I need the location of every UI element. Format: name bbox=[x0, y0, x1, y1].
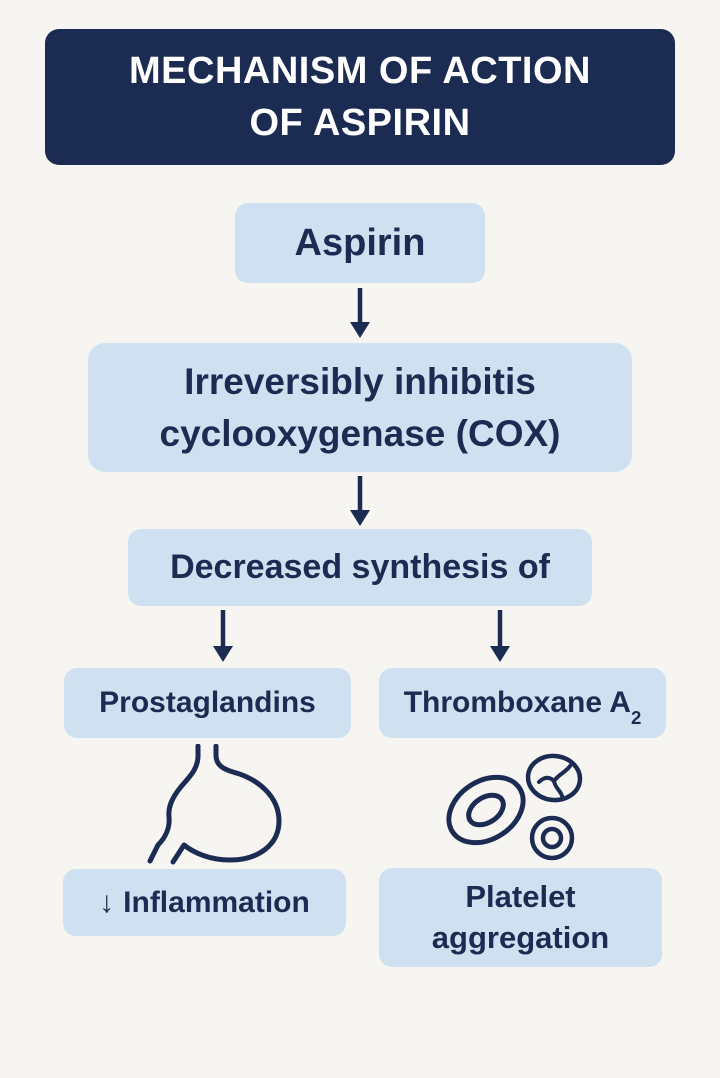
node-decreased-label: Decreased synthesis of bbox=[170, 548, 550, 586]
down-arrow-icon bbox=[350, 288, 370, 338]
node-thromboxane-label: Thromboxane A2 bbox=[403, 686, 642, 727]
node-prostaglandins-label: Prostaglandins bbox=[99, 686, 316, 719]
node-inhibits-line-2: cyclooxygenase (COX) bbox=[159, 412, 561, 454]
node-decreased-synthesis: Decreased synthesis of bbox=[128, 529, 592, 606]
thromboxane-base-text: Thromboxane A bbox=[403, 686, 631, 719]
node-aspirin-label: Aspirin bbox=[294, 221, 426, 264]
thromboxane-subscript: 2 bbox=[630, 707, 642, 729]
node-decreased-inflammation: ↓ Inflammation bbox=[63, 869, 346, 936]
down-arrow-icon bbox=[350, 476, 370, 526]
node-inhibits-cox: Irreversibly inhibitis cyclooxygenase (C… bbox=[88, 343, 632, 472]
node-inhibits-line-1: Irreversibly inhibitis bbox=[184, 360, 536, 402]
title-line-2: OF ASPIRIN bbox=[249, 102, 471, 144]
node-platelet-line-1: Platelet bbox=[465, 878, 576, 914]
title-line-1: MECHANISM OF ACTION bbox=[129, 49, 591, 92]
platelets-and-red-blood-cells-icon bbox=[446, 753, 583, 861]
node-aspirin: Aspirin bbox=[235, 203, 485, 283]
decrease-arrow-glyph: ↓ bbox=[99, 885, 115, 919]
title-banner: MECHANISM OF ACTION OF ASPIRIN bbox=[45, 29, 675, 165]
down-arrow-icon bbox=[213, 610, 233, 662]
node-platelet-line-2: aggregation bbox=[431, 919, 610, 955]
stomach-icon bbox=[147, 744, 282, 865]
node-thromboxane-a2: Thromboxane A2 bbox=[379, 668, 666, 738]
node-platelet-aggregation: Platelet aggregation bbox=[379, 868, 662, 967]
down-arrow-icon bbox=[490, 610, 510, 662]
node-inflammation-label: Inflammation bbox=[123, 885, 310, 919]
node-prostaglandins: Prostaglandins bbox=[64, 668, 351, 738]
